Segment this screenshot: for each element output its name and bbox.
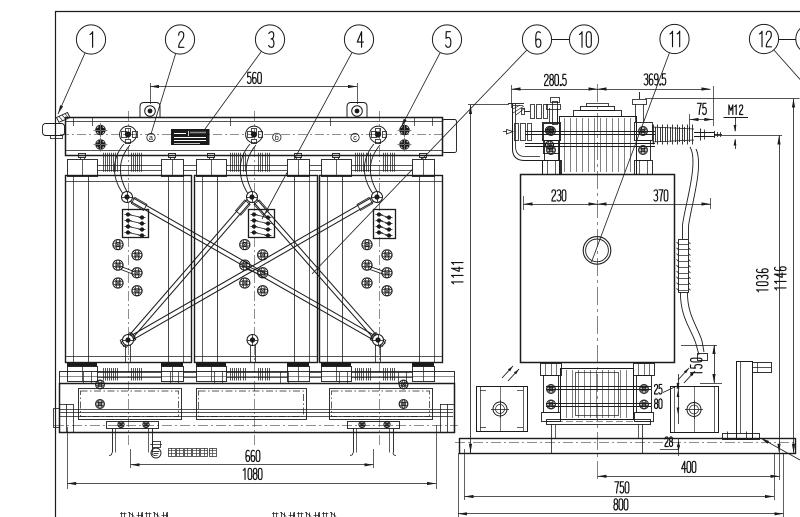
svg-text:a: a	[149, 135, 153, 142]
svg-text:c: c	[353, 135, 357, 142]
svg-text:b: b	[275, 135, 279, 142]
